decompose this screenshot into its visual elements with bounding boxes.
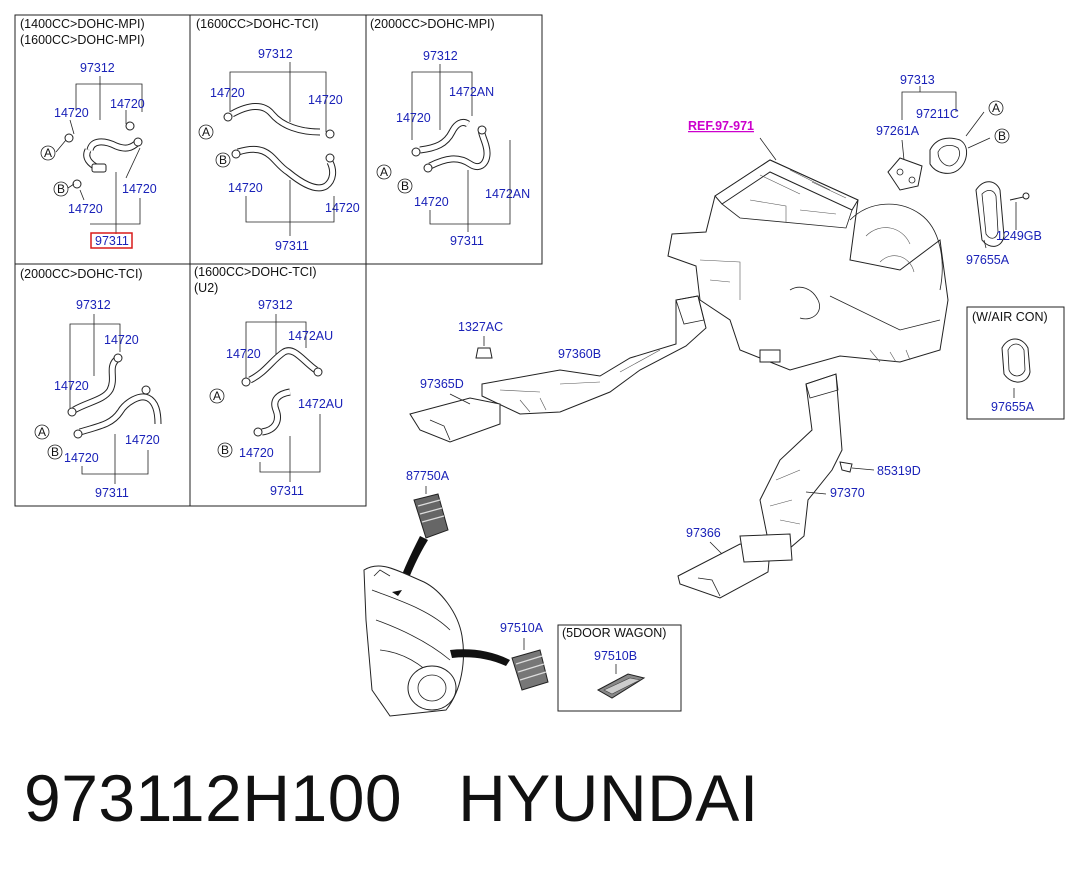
label-97655A[interactable]: 97655A — [966, 253, 1010, 267]
label-1472AU[interactable]: 1472AU — [298, 397, 343, 411]
label-1472AU[interactable]: 1472AU — [288, 329, 333, 343]
inset-2000-mpi: (2000CC>DOHC-MPI) 97312 1472AN 14720 A B… — [370, 17, 530, 248]
label-1327AC[interactable]: 1327AC — [458, 320, 503, 334]
gasket-97261a — [887, 157, 923, 191]
label-97312[interactable]: 97312 — [80, 61, 115, 75]
callout-b: B — [219, 153, 227, 167]
callout-a: A — [202, 125, 210, 139]
label-14720[interactable]: 14720 — [122, 182, 157, 196]
nut-1327ac — [475, 347, 493, 359]
box5-title-line1: (1600CC>DOHC-TCI) — [194, 265, 317, 279]
gasket-97655a — [975, 181, 1005, 247]
box5-title-line2: (U2) — [194, 281, 218, 295]
box1-title-line2: (1600CC>DOHC-MPI) — [20, 33, 145, 47]
label-14720[interactable]: 14720 — [68, 202, 103, 216]
aircon-title: (W/AIR CON) — [972, 310, 1048, 324]
label-97313[interactable]: 97313 — [900, 73, 935, 87]
label-14720[interactable]: 14720 — [396, 111, 431, 125]
fittings-group: 97313 97261A 97211C A B 1249GB 97655A — [876, 73, 1042, 267]
callout-b: B — [401, 179, 409, 193]
label-14720[interactable]: 14720 — [414, 195, 449, 209]
label-14720[interactable]: 14720 — [228, 181, 263, 195]
duct-group: 1327AC 97360B 97365D 85319D 97370 97366 — [409, 295, 921, 599]
inset-2000-tci: (2000CC>DOHC-TCI) 97312 14720 14720 A B … — [20, 267, 162, 500]
label-97312[interactable]: 97312 — [423, 49, 458, 63]
label-14720[interactable]: 14720 — [308, 93, 343, 107]
vehicle-rear-view: 87750A 97510A — [363, 469, 549, 717]
wagon-title: (5DOOR WAGON) — [562, 626, 666, 640]
inset-grid — [14, 14, 543, 507]
label-14720[interactable]: 14720 — [64, 451, 99, 465]
duct-97360b — [481, 295, 707, 415]
label-87750A[interactable]: 87750A — [406, 469, 450, 483]
label-14720[interactable]: 14720 — [104, 333, 139, 347]
label-97311[interactable]: 97311 — [270, 484, 304, 498]
callout-a: A — [213, 389, 221, 403]
callout-a: A — [380, 165, 388, 179]
callout-a: A — [44, 146, 52, 160]
label-97261A[interactable]: 97261A — [876, 124, 920, 138]
callout-b: B — [51, 445, 59, 459]
label-14720[interactable]: 14720 — [210, 86, 245, 100]
label-14720[interactable]: 14720 — [110, 97, 145, 111]
label-97312[interactable]: 97312 — [258, 298, 293, 312]
callout-a-circle — [40, 145, 56, 161]
label-97312[interactable]: 97312 — [258, 47, 293, 61]
callout-b: B — [57, 182, 65, 196]
clip-85319d — [839, 461, 853, 473]
label-97311[interactable]: 97311 — [95, 486, 129, 500]
label-14720[interactable]: 14720 — [54, 379, 89, 393]
inset-1400-1600-mpi: (1400CC>DOHC-MPI) (1600CC>DOHC-MPI) 9731… — [20, 17, 157, 249]
label-97365D[interactable]: 97365D — [420, 377, 464, 391]
box4-title: (2000CC>DOHC-TCI) — [20, 267, 143, 281]
label-97370[interactable]: 97370 — [830, 486, 865, 500]
label-14720[interactable]: 14720 — [226, 347, 261, 361]
callout-b-circle — [53, 181, 69, 197]
heater-unit-assembly: REF.97-971 — [667, 119, 949, 371]
duct-97365d — [409, 397, 501, 443]
footer-part-number: 973112H100 — [24, 761, 403, 835]
aircon-inset: (W/AIR CON) 97655A — [966, 306, 1065, 420]
footer-brand: HYUNDAI — [458, 761, 759, 835]
label-97655A[interactable]: 97655A — [991, 400, 1035, 414]
label-14720[interactable]: 14720 — [125, 433, 160, 447]
ref-label[interactable]: REF.97-971 — [688, 119, 754, 133]
arrow-97510a — [450, 649, 510, 666]
label-97510A[interactable]: 97510A — [500, 621, 544, 635]
label-97311-highlighted[interactable]: 97311 — [95, 234, 129, 248]
inset-1600-tci: (1600CC>DOHC-TCI) 97312 14720 14720 A B … — [196, 17, 360, 253]
label-97312[interactable]: 97312 — [76, 298, 111, 312]
callout-b: B — [998, 129, 1006, 143]
wagon-inset: (5DOOR WAGON) 97510B — [557, 624, 682, 712]
label-1472AN[interactable]: 1472AN — [449, 85, 494, 99]
label-14720[interactable]: 14720 — [239, 446, 274, 460]
footer-caption: 973112H100 HYUNDAI — [24, 760, 759, 836]
box2-title: (1600CC>DOHC-TCI) — [196, 17, 319, 31]
callout-a: A — [38, 425, 46, 439]
label-97311[interactable]: 97311 — [275, 239, 309, 253]
vent-97510a — [511, 649, 549, 691]
highlight-box-97311 — [90, 232, 133, 249]
callout-b: B — [221, 443, 229, 457]
label-97311[interactable]: 97311 — [450, 234, 484, 248]
label-97366[interactable]: 97366 — [686, 526, 721, 540]
label-97360B[interactable]: 97360B — [558, 347, 601, 361]
box3-title: (2000CC>DOHC-MPI) — [370, 17, 495, 31]
label-14720[interactable]: 14720 — [325, 201, 360, 215]
duct-97370 — [759, 373, 843, 549]
label-1472AN[interactable]: 1472AN — [485, 187, 530, 201]
label-1249GB[interactable]: 1249GB — [996, 229, 1042, 243]
label-97510B[interactable]: 97510B — [594, 649, 637, 663]
box1-title-line1: (1400CC>DOHC-MPI) — [20, 17, 145, 31]
label-97211C[interactable]: 97211C — [916, 107, 959, 121]
callout-a: A — [992, 101, 1000, 115]
inset-1600-tci-u2: (1600CC>DOHC-TCI) (U2) 97312 1472AU 1472… — [194, 265, 343, 498]
label-14720[interactable]: 14720 — [54, 106, 89, 120]
seal-97211c — [929, 137, 967, 174]
label-85319D[interactable]: 85319D — [877, 464, 921, 478]
